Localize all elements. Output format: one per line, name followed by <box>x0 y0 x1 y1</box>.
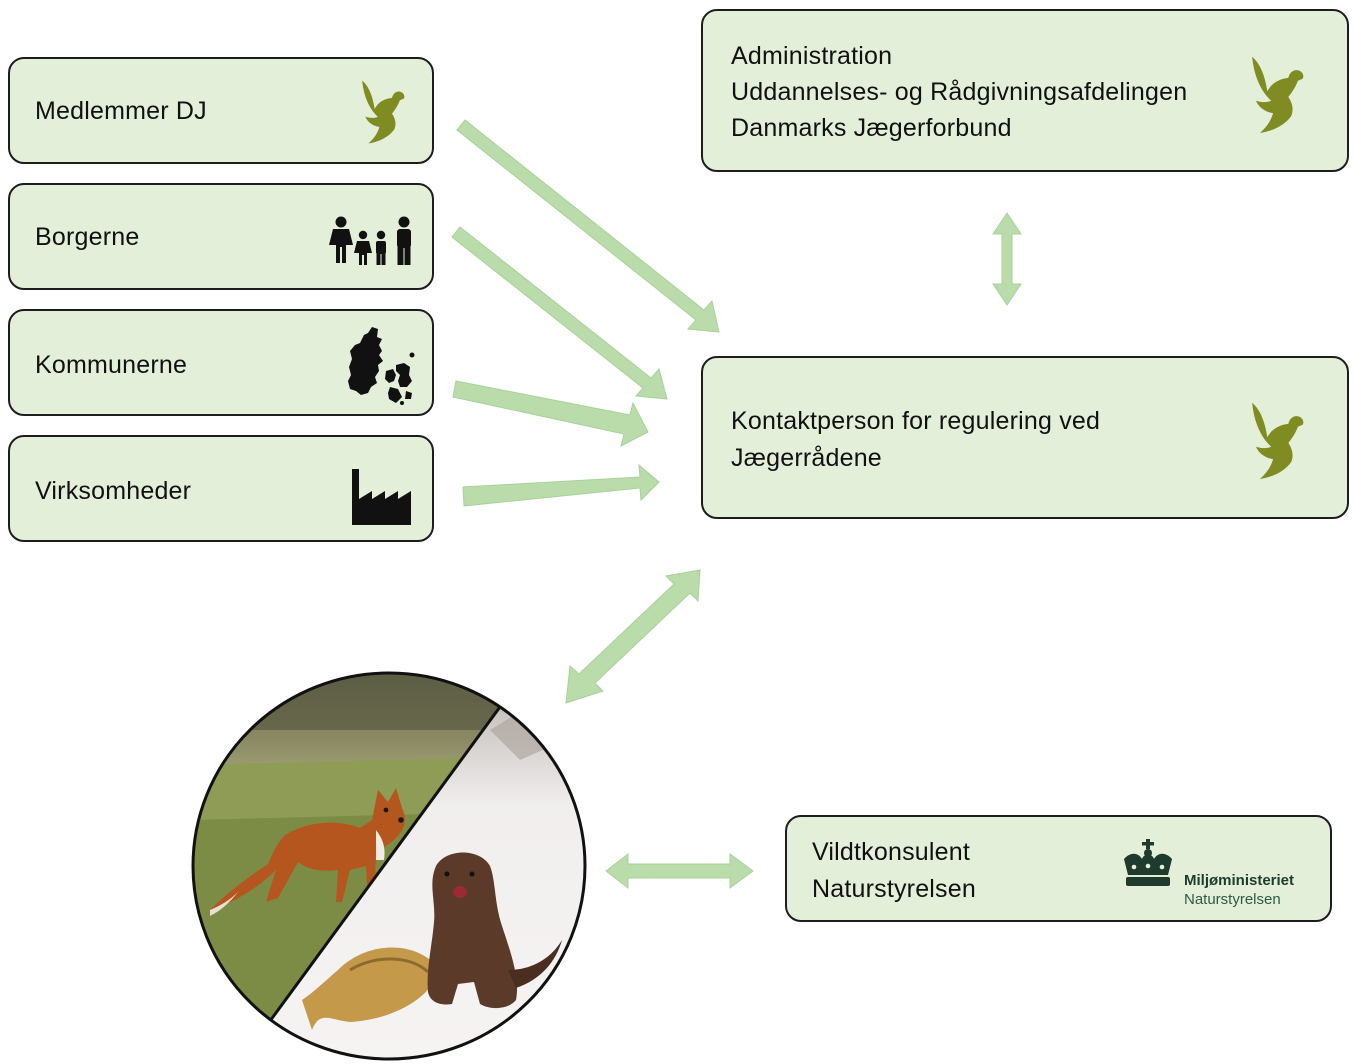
contact-line-1: Kontaktperson for regulering ved <box>731 407 1101 435</box>
source-label-virksomheder: Virksomheder <box>35 477 192 505</box>
contact-line-2: Jægerrådene <box>731 444 882 472</box>
arrow-admin-contact <box>992 212 1022 306</box>
factory-icon <box>352 469 411 525</box>
vildtkonsulent-box: Vildtkonsulent Naturstyrelsen Miljøminis… <box>785 815 1332 922</box>
arrow-photo-vildtkonsulent <box>605 852 754 890</box>
denmark-map-icon <box>348 327 415 405</box>
vildtkonsulent-line-2: Naturstyrelsen <box>812 875 976 903</box>
logo-subtitle: Naturstyrelsen <box>1184 891 1281 908</box>
arrow-virksomheder-to-contact <box>462 463 660 507</box>
arrow-medlemmer-to-contact <box>456 119 720 333</box>
duck-icon <box>1252 402 1304 480</box>
vildtkonsulent-line-1: Vildtkonsulent <box>812 838 971 866</box>
source-box-virksomheder: Virksomheder <box>8 435 434 542</box>
fox-and-mink-photo <box>191 671 587 1061</box>
family-icon <box>329 216 411 265</box>
arrow-borgerne-to-contact <box>451 226 668 400</box>
source-box-borgerne: Borgerne <box>8 183 434 290</box>
source-label-kommunerne: Kommunerne <box>35 351 188 379</box>
crown-icon <box>1124 839 1172 886</box>
administration-line-1: Administration <box>731 42 893 70</box>
duck-icon <box>362 80 405 144</box>
arrow-kommunerne-to-contact <box>452 380 649 447</box>
source-box-kommunerne: Kommunerne <box>8 309 434 416</box>
contact-box: Kontaktperson for regulering ved Jægerrå… <box>701 356 1349 519</box>
duck-icon <box>1252 56 1304 134</box>
administration-line-3: Danmarks Jægerforbund <box>731 114 1012 142</box>
logo-title: Miljøministeriet <box>1184 872 1295 889</box>
arrow-contact-photo <box>565 569 701 704</box>
source-label-borgerne: Borgerne <box>35 223 140 251</box>
administration-line-2: Uddannelses- og Rådgivningsafdelingen <box>731 78 1188 106</box>
administration-box: Administration Uddannelses- og Rådgivnin… <box>701 9 1349 172</box>
source-box-medlemmer: Medlemmer DJ <box>8 57 434 164</box>
source-label-medlemmer: Medlemmer DJ <box>35 97 207 125</box>
